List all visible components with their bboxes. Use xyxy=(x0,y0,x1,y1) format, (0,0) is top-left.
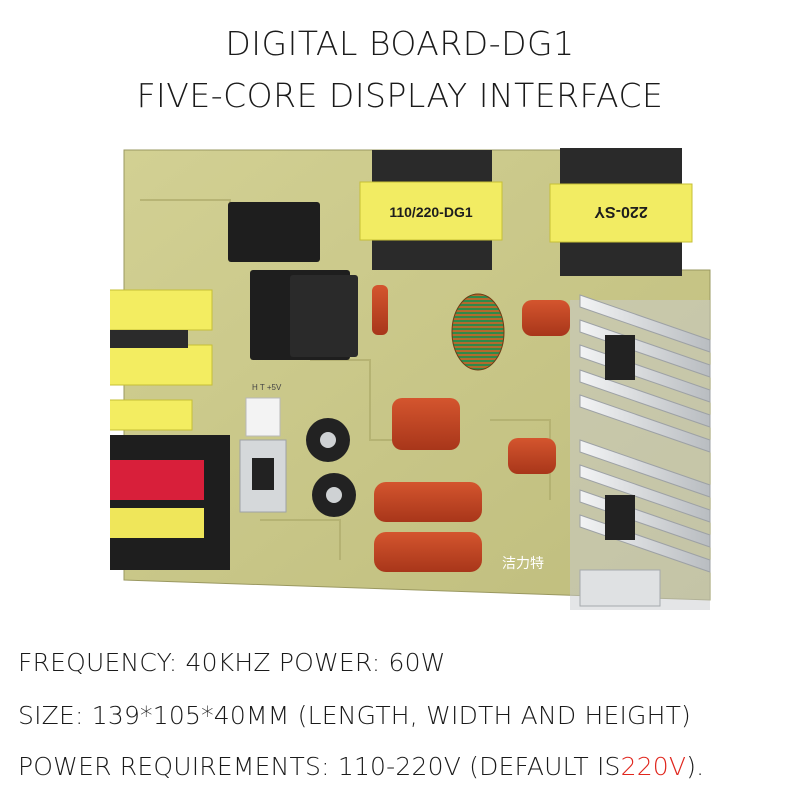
brand-mark: 洁力特 xyxy=(502,556,544,572)
yellow-coils xyxy=(110,289,213,431)
electrolytic-capacitors xyxy=(306,418,356,517)
spec-power-requirements: POWER REQUIREMENTS: 110-220V (DEFAULT IS… xyxy=(18,752,704,781)
transformer-2: 220-SY xyxy=(549,148,693,276)
regulator-heatsink xyxy=(239,439,287,513)
title-line-2: FIVE-CORE DISPLAY INTERFACE xyxy=(136,76,664,115)
heatsink xyxy=(570,294,711,610)
connector-label: H T +5V xyxy=(252,383,282,392)
toroid-coil xyxy=(451,293,505,371)
transformer-1: 110/220-DG1 xyxy=(359,150,503,270)
spec-power-prefix: POWER REQUIREMENTS: 110-220V (DEFAULT IS xyxy=(18,752,621,781)
mains-transformer xyxy=(110,435,230,570)
film-capacitors xyxy=(372,285,570,572)
spec-default-voltage: 220V xyxy=(620,752,687,781)
spec-frequency-power: FREQUENCY: 40KHZ POWER: 60W xyxy=(18,648,446,677)
spec-size: SIZE: 139*105*40MM (LENGTH, WIDTH AND HE… xyxy=(18,701,692,730)
relay-group xyxy=(228,202,358,360)
transformer-1-label: 110/220-DG1 xyxy=(389,204,472,220)
transformer-2-label: 220-SY xyxy=(594,203,648,220)
circuit-board-photo: 110/220-DG1 220-SY xyxy=(110,148,711,610)
title-line-1: DIGITAL BOARD-DG1 xyxy=(225,24,575,63)
spec-power-suffix: ). xyxy=(686,752,705,781)
white-connector: H T +5V xyxy=(245,383,282,437)
